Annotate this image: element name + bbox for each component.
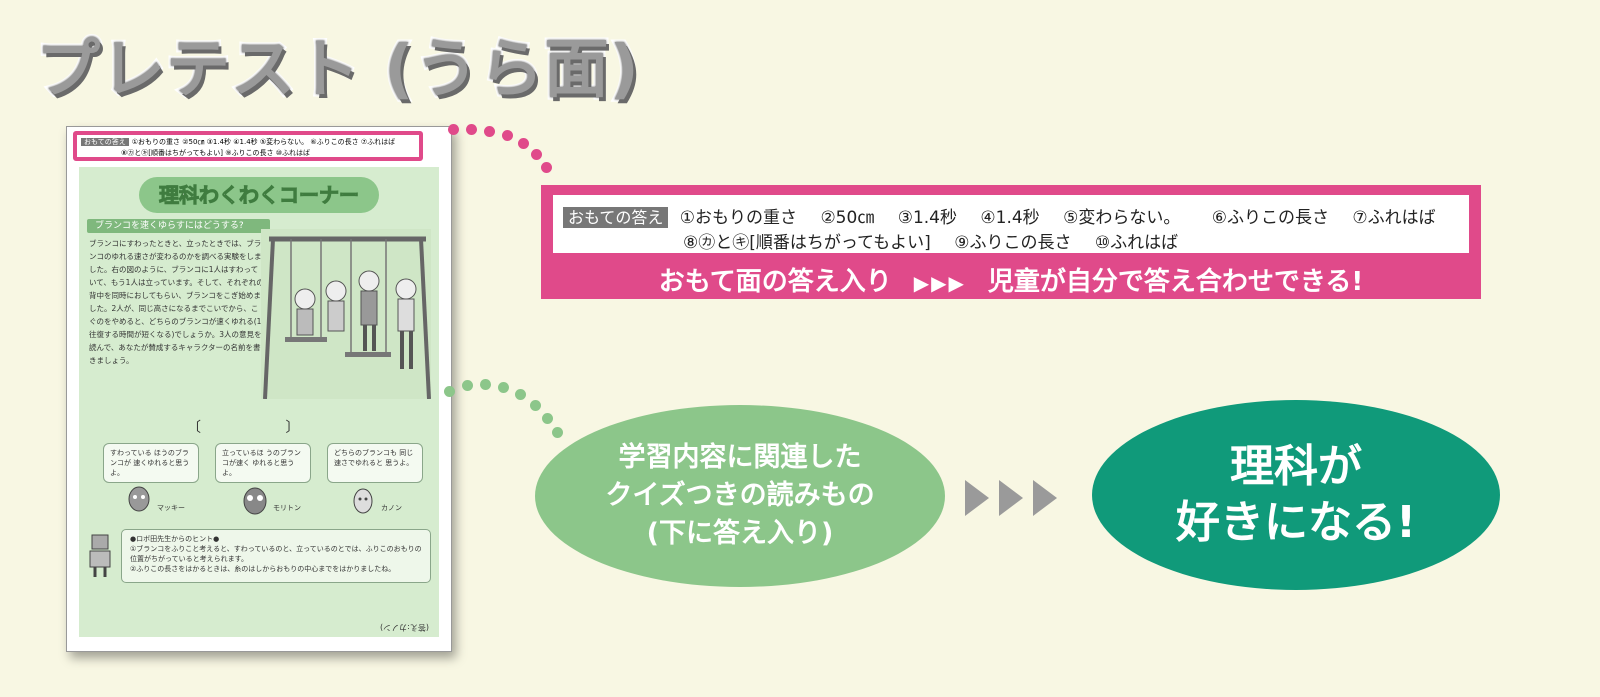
question-heading: ブランコを速くゆらすにはどうする? — [87, 219, 270, 233]
caption-right: 児童が自分で答え合わせできる! — [987, 267, 1364, 297]
answer-banner-inner: おもての答え ①おもりの重さ ②50㎝ ③1.4秒 ④1.4秒 ⑤変わらない。 … — [553, 195, 1469, 253]
answer-item: ⑤変わらない。 — [1063, 208, 1181, 228]
worksheet-body: 理科わくわくコーナー ブランコを速くゆらすにはどうする? ブランコにすわったとき… — [79, 167, 439, 637]
answer-item: ⑦ふれはば — [1352, 208, 1436, 228]
answer-item: ②50㎝ — [820, 208, 875, 228]
reading-line1: 学習内容に関連した — [618, 442, 862, 473]
answers-label-small: おもての答え — [81, 138, 129, 146]
connector-dot — [462, 380, 473, 391]
connector-dot — [515, 389, 526, 400]
connector-dot — [444, 386, 455, 397]
robot-teacher-icon — [89, 534, 111, 577]
answer-item: ①おもりの重さ — [679, 208, 798, 228]
makky-name: マッキー — [157, 504, 185, 512]
result-line1: 理科が — [1230, 441, 1362, 492]
answer-item: ③1.4秒 — [897, 208, 957, 228]
answer-bracket: 〔 〕 — [187, 420, 340, 436]
result-ellipse: 理科が 好きになる! — [1092, 400, 1500, 590]
swing-illustration — [261, 229, 431, 399]
hint-box: ●ロボ田先生からのヒント● ①ブランコをふりこと考えると、すわっているのと、立っ… — [121, 529, 431, 583]
connector-dot — [448, 124, 459, 135]
answer-item: ⑥ふりこの長さ — [1211, 208, 1329, 228]
answer-item: ⑧㋕と㋖[順番はちがってもよい] — [683, 233, 931, 253]
kanon-name: カノン — [381, 504, 402, 512]
connector-dot — [466, 124, 477, 135]
page-title: プレテスト (うら面) — [34, 31, 642, 110]
answer-item: ⑨ふりこの長さ — [954, 233, 1072, 253]
moriton-name: モリトン — [273, 504, 301, 512]
connector-dot — [480, 379, 491, 390]
banner-line2: ⑧㋕と㋖[順番はちがってもよい] ⑨ふりこの長さ ⑩ふれはば — [683, 228, 1196, 253]
banner-label: おもての答え — [563, 207, 669, 228]
hint-2: ②ふりこの長さをはかるときは、糸のはしからおもりの中心までをはかりましたね。 — [130, 565, 396, 573]
reading-ellipse: 学習内容に関連した クイズつきの読みもの (下に答え入り) — [535, 405, 945, 587]
makky-character — [128, 486, 150, 512]
connector-dot — [541, 162, 552, 173]
answers-line1-small: ①おもりの重さ ②50㎝ ③1.4秒 ④1.4秒 ⑤変わらない。 ⑥ふりこの長さ… — [131, 138, 396, 146]
reading-line3: (下に答え入り) — [646, 518, 834, 549]
banner-caption: おもて面の答え入り ▶▶▶ 児童が自分で答え合わせできる! — [541, 261, 1481, 298]
corner-title: 理科わくわくコーナー — [139, 177, 379, 213]
connector-dot — [552, 427, 563, 438]
connector-dot — [484, 126, 495, 137]
connector-dot — [531, 149, 542, 160]
arrow-right-icon — [965, 480, 989, 516]
bubble-kanon: どちらのブランコも 同じ速さでゆれると 思うよ。 — [327, 443, 423, 483]
result-line2: 好きになる! — [1175, 497, 1417, 548]
upside-down-answer: (答え:カノン) — [380, 623, 429, 632]
story-text: ブランコにすわったときと、立ったときでは、ブランコのゆれる速さが変わるのかを調べ… — [89, 239, 264, 365]
hint-title: ●ロボ田先生からのヒント● — [130, 535, 220, 543]
connector-dot — [542, 413, 553, 424]
arrow-right-icon — [1033, 480, 1057, 516]
connector-dot — [502, 130, 513, 141]
reading-line2: クイズつきの読みもの — [605, 480, 875, 511]
answers-line2-small: ⑧㋕と㋖[順番はちがってもよい] ⑨ふりこの長さ ⑩ふれはば — [121, 149, 311, 157]
answer-item: ④1.4秒 — [980, 208, 1040, 228]
connector-dot — [518, 138, 529, 149]
connector-dot — [498, 382, 509, 393]
worksheet-thumbnail: 理科わくわくコーナー ブランコを速くゆらすにはどうする? ブランコにすわったとき… — [66, 126, 452, 652]
arrow-right-icon — [999, 480, 1023, 516]
answer-item: ⑩ふれはば — [1094, 233, 1179, 253]
hint-1: ①ブランコをふりこと考えると、すわっているのと、立っているのとでは、ふりこのおも… — [130, 545, 422, 563]
caption-arrows-icon: ▶▶▶ — [913, 271, 966, 295]
answer-banner: おもての答え ①おもりの重さ ②50㎝ ③1.4秒 ④1.4秒 ⑤変わらない。 … — [541, 185, 1481, 299]
kanon-character — [353, 488, 373, 514]
banner-line1: おもての答え ①おもりの重さ ②50㎝ ③1.4秒 ④1.4秒 ⑤変わらない。 … — [563, 203, 1454, 228]
bubble-moriton: 立っているほ うのブランコが速く ゆれると思うよ。 — [215, 443, 311, 483]
moriton-character — [243, 487, 267, 515]
caption-left: おもて面の答え入り — [658, 267, 892, 297]
bubble-makky: すわっている ほうのブランコが 速くゆれると思うよ。 — [103, 443, 199, 483]
connector-dot — [530, 400, 541, 411]
